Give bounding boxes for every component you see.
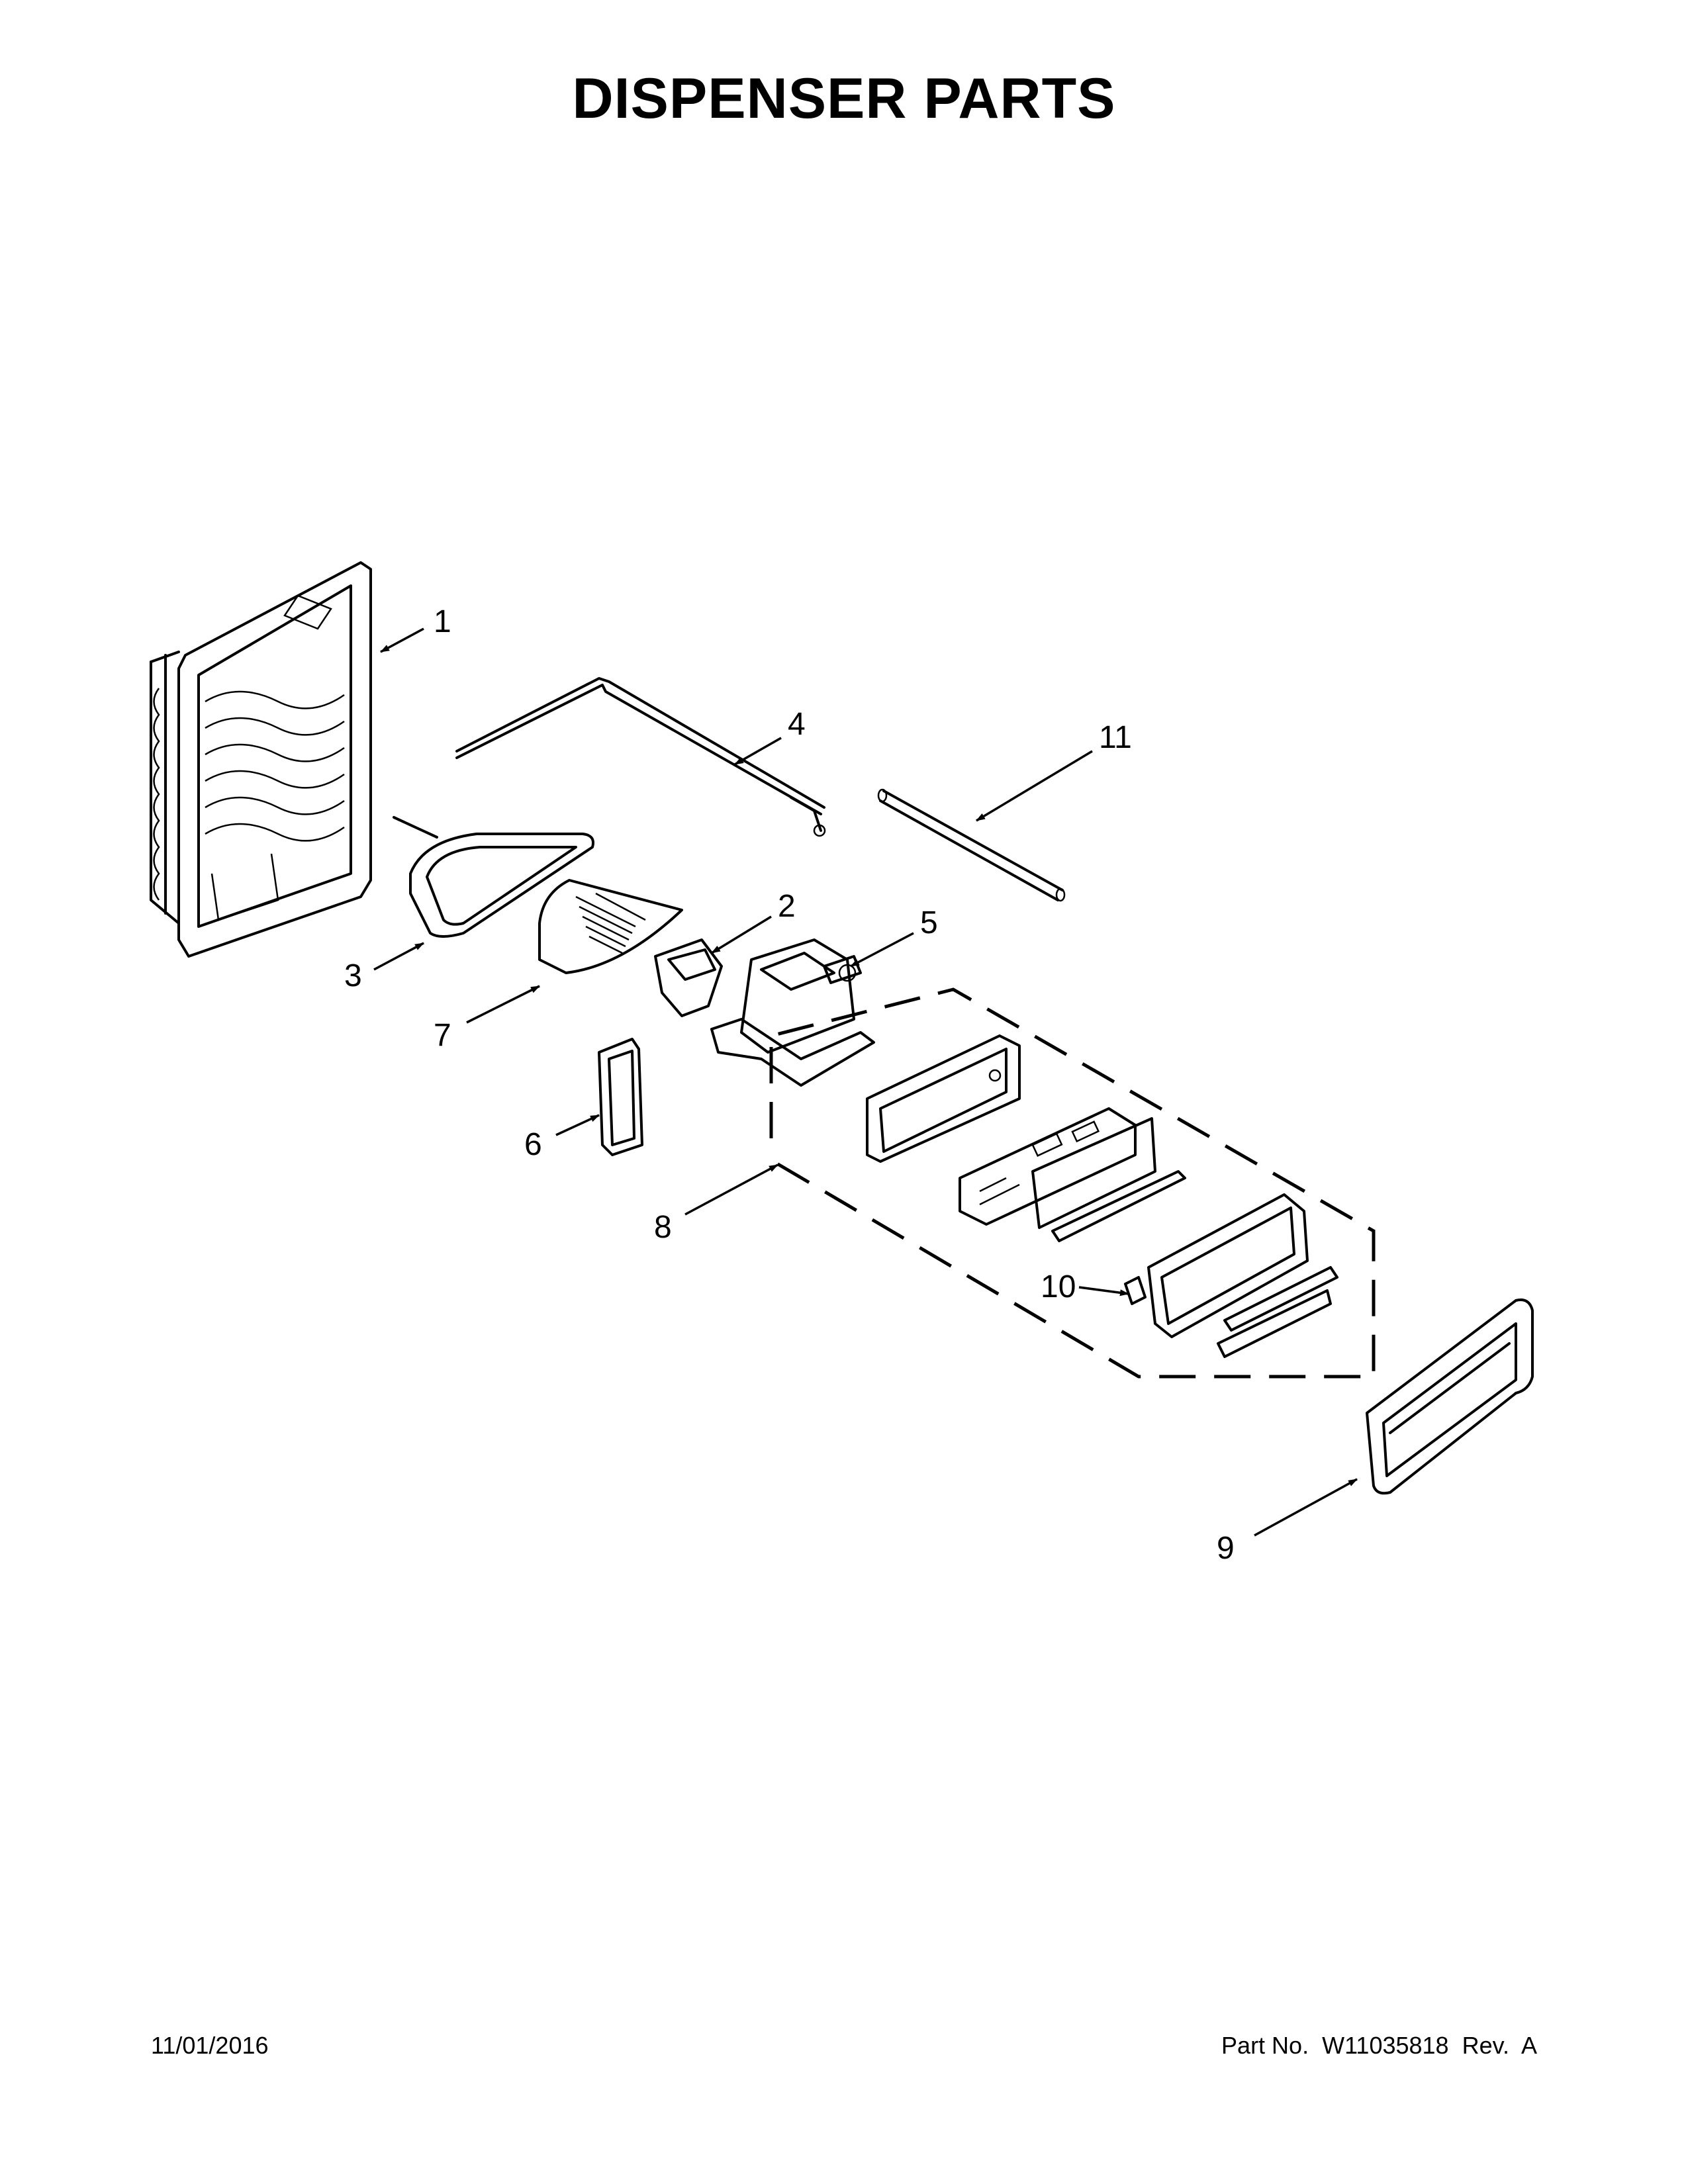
- callout-3: 3: [344, 942, 424, 993]
- svg-text:7: 7: [434, 1018, 451, 1053]
- svg-text:4: 4: [788, 707, 806, 742]
- part-10-switch: [1124, 1276, 1147, 1305]
- part-5-actuator-assembly: [710, 938, 875, 1087]
- part-control-panel-frame: [1147, 1193, 1338, 1358]
- part-1-dispenser-housing: [150, 561, 372, 958]
- part-2-funnel: [654, 938, 723, 1017]
- svg-text:8: 8: [654, 1210, 672, 1245]
- part-3-chute-door: [393, 816, 594, 938]
- part-control-housing: [866, 1034, 1021, 1163]
- callout-5: 5: [850, 905, 938, 968]
- part-6-pad: [598, 1038, 643, 1156]
- part-9-trim-frame: [1366, 1298, 1534, 1495]
- svg-text:11: 11: [1099, 720, 1132, 755]
- callout-4: 4: [734, 707, 806, 766]
- svg-text:10: 10: [1041, 1269, 1076, 1304]
- part-4-water-tube: [455, 677, 826, 837]
- rev-value: A: [1521, 2032, 1537, 2059]
- page-title: DISPENSER PARTS: [572, 67, 1116, 130]
- callout-2: 2: [711, 889, 796, 954]
- footer-part-info: Part No. W11035818 Rev. A: [1221, 2032, 1537, 2060]
- svg-text:3: 3: [344, 958, 362, 993]
- svg-text:2: 2: [778, 889, 796, 924]
- callout-9: 9: [1217, 1478, 1358, 1566]
- svg-text:6: 6: [524, 1127, 542, 1162]
- svg-text:1: 1: [434, 604, 451, 639]
- callout-1: 1: [380, 604, 451, 653]
- group-8-dashed-box: [767, 987, 1376, 1379]
- callout-7: 7: [434, 985, 540, 1053]
- footer-date: 11/01/2016: [151, 2032, 269, 2059]
- part-bracket-strip: [1051, 1170, 1186, 1242]
- part-display-layer: [1031, 1117, 1156, 1229]
- part-7-deflector: [538, 879, 683, 974]
- part-number-label: Part No.: [1221, 2032, 1309, 2059]
- callout-8: 8: [654, 1163, 778, 1245]
- callout-10: 10: [1041, 1269, 1129, 1304]
- svg-text:5: 5: [920, 905, 938, 940]
- part-number: W11035818: [1322, 2032, 1449, 2059]
- part-11-tube: [877, 788, 1066, 902]
- callout-6: 6: [524, 1114, 600, 1162]
- svg-text:9: 9: [1217, 1531, 1235, 1566]
- rev-label: Rev.: [1462, 2032, 1509, 2059]
- callout-11: 11: [976, 720, 1132, 822]
- part-pcb-board: [959, 1107, 1137, 1226]
